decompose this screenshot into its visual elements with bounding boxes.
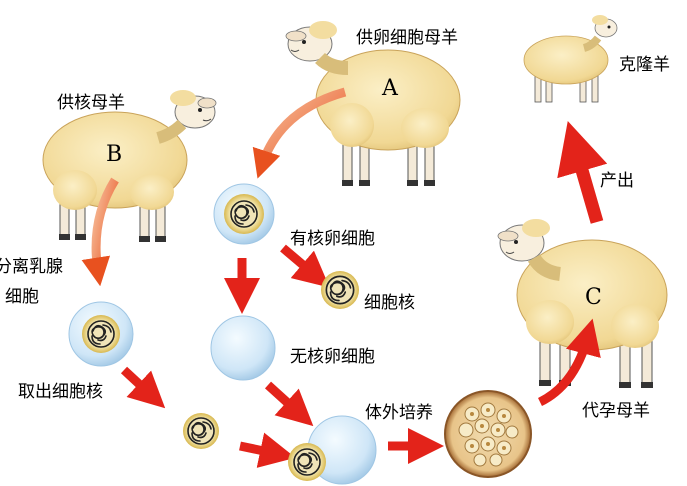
enucleated-egg-cell [210, 315, 276, 381]
sheep-c [497, 219, 668, 388]
birth-label: 产出 [600, 171, 634, 191]
fused-cell [288, 415, 377, 485]
sheep-a-letter: A [381, 76, 399, 101]
arrow-cell-to-nucleus [120, 366, 166, 409]
sheep-a-label: 供卵细胞母羊 [356, 28, 458, 48]
separate-cells-label-line2: 细胞 [5, 287, 39, 307]
arrow-culture-to-surrogate [537, 318, 601, 407]
mammary-cell [68, 301, 134, 367]
sheep-b-label: 供核母羊 [57, 93, 125, 113]
arrow-surrogate-to-clone [557, 121, 608, 224]
sheep-b [42, 90, 217, 242]
arrow-b-to-cells [81, 177, 119, 287]
clone-sheep-label: 克隆羊 [619, 55, 670, 75]
enucleated-egg-label: 无核卵细胞 [290, 347, 375, 367]
sheep-c-letter: C [585, 285, 602, 310]
nucleated-egg-cell [213, 183, 275, 245]
arrow-a-to-egg [252, 87, 347, 179]
donor-nucleus [183, 413, 219, 449]
embryo [444, 390, 532, 478]
separate-cells-label-line1: 分离乳腺 [0, 257, 63, 277]
sheep-a [285, 21, 461, 186]
nucleated-egg-label: 有核卵细胞 [290, 229, 375, 249]
sheep-c-label: 代孕母羊 [582, 401, 650, 421]
sheep-b-letter: B [106, 142, 122, 167]
arrow-nucleus-to-fusion [239, 432, 296, 468]
take-nucleus-label: 取出细胞核 [18, 382, 103, 402]
arrow-enucleated-to-fusion [264, 381, 314, 427]
clone-sheep [523, 15, 618, 103]
arrow-egg-to-nucleus [280, 244, 330, 288]
removed-nucleus [321, 271, 359, 309]
nucleus-label: 细胞核 [364, 293, 415, 313]
in-vitro-culture-label: 体外培养 [365, 403, 433, 423]
